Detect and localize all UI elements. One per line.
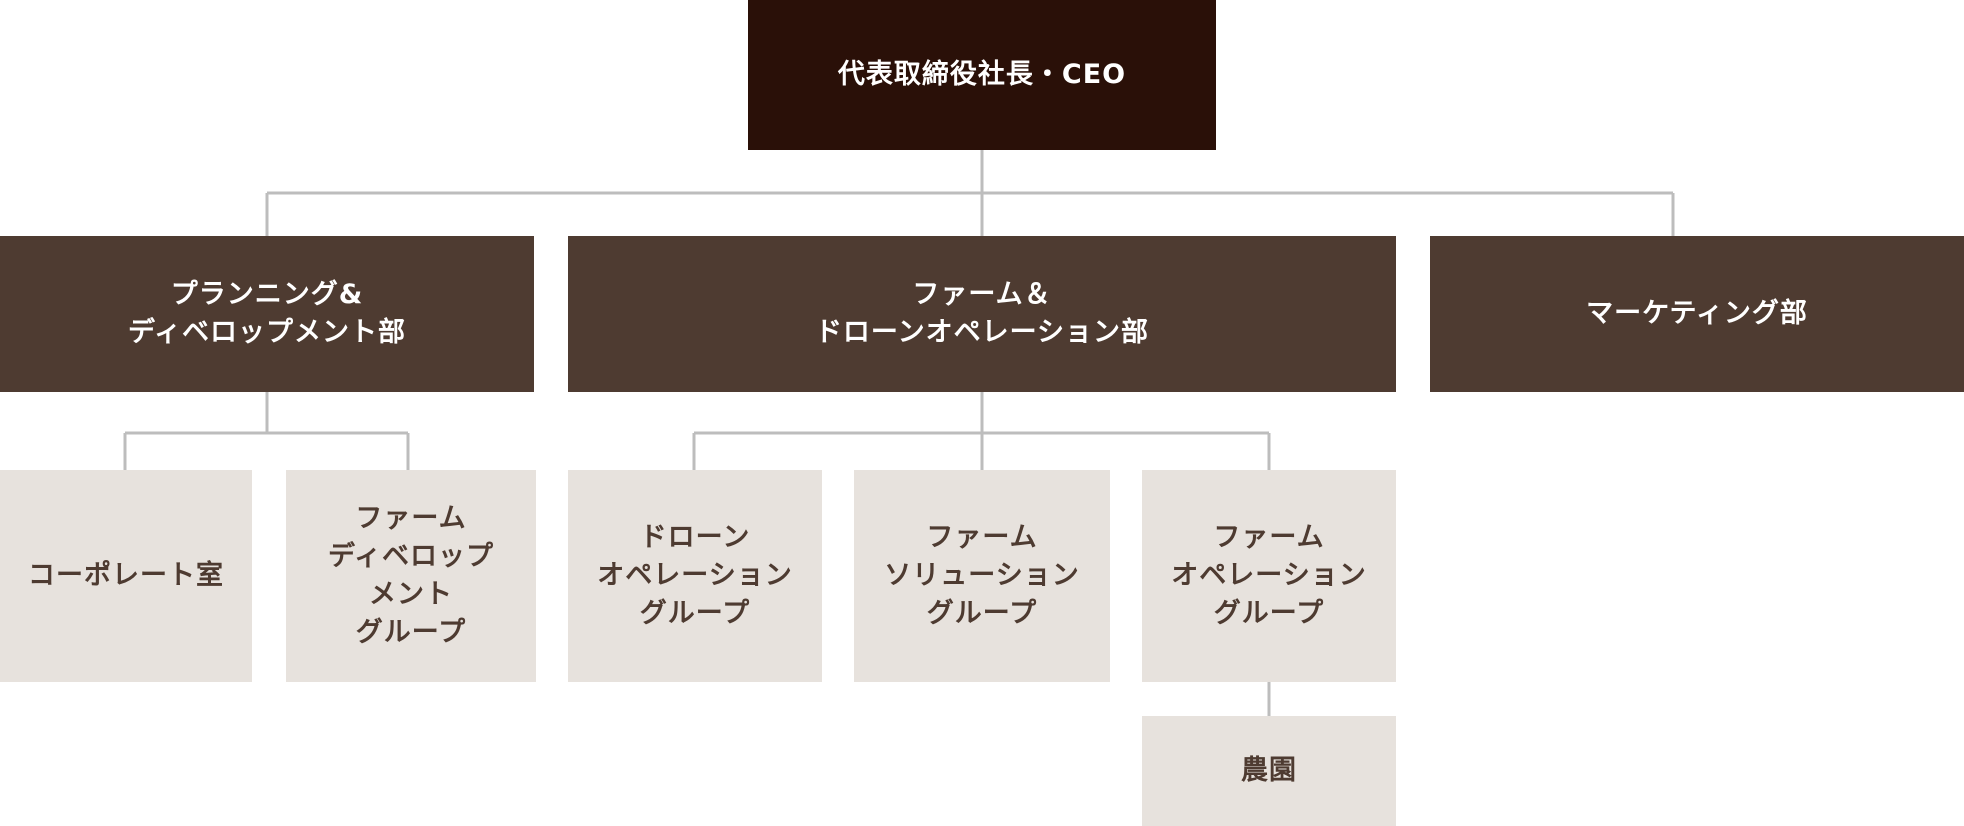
dept-marketing: マーケティング部 <box>1430 236 1964 392</box>
group-label: ファーム ディベロップ メント グループ <box>327 503 495 648</box>
group-label: ドローン オペレーション グループ <box>597 522 793 629</box>
group-drone-operation: ドローン オペレーション グループ <box>568 470 822 682</box>
ceo-box: 代表取締役社長・CEO <box>748 0 1216 150</box>
dept-label: ファーム＆ ドローンオペレーション部 <box>814 279 1150 348</box>
group-corporate-office: コーポレート室 <box>0 470 252 682</box>
group-label: ファーム ソリューション グループ <box>884 522 1080 629</box>
dept-label: マーケティング部 <box>1586 298 1808 329</box>
group-label: ファーム オペレーション グループ <box>1171 522 1367 629</box>
group-label: コーポレート室 <box>28 560 224 591</box>
ceo-label: 代表取締役社長・CEO <box>837 59 1127 90</box>
group-farm-development: ファーム ディベロップ メント グループ <box>286 470 536 682</box>
group-farm-solution: ファーム ソリューション グループ <box>854 470 1110 682</box>
group-farm: 農園 <box>1142 716 1396 826</box>
group-label: 農園 <box>1241 755 1297 786</box>
dept-planning-development: プランニング& ディベロップメント部 <box>0 236 534 392</box>
dept-farm-drone-operation: ファーム＆ ドローンオペレーション部 <box>568 236 1396 392</box>
dept-label: プランニング& ディベロップメント部 <box>127 279 407 348</box>
group-farm-operation: ファーム オペレーション グループ <box>1142 470 1396 682</box>
